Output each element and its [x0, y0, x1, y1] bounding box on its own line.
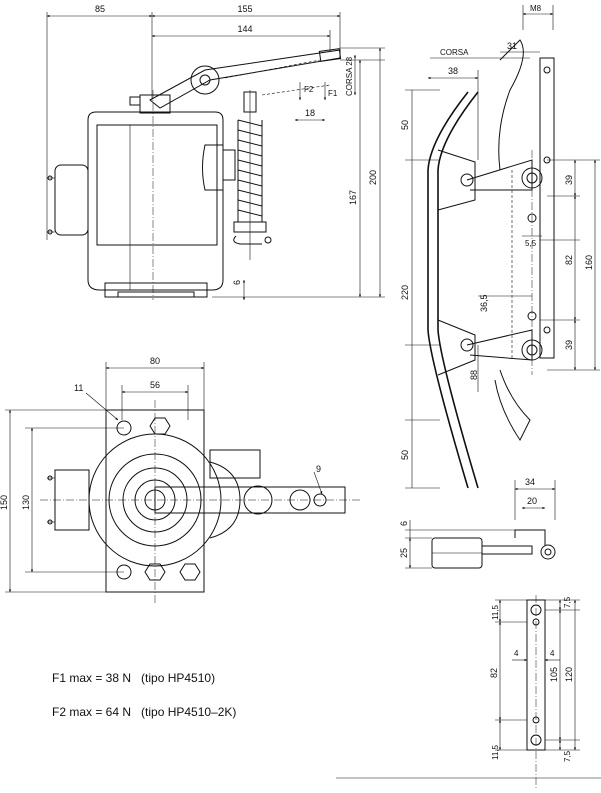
dim-34: 34 — [525, 477, 535, 487]
dim-88: 88 — [469, 370, 479, 380]
bracket-view: 34 20 6 25 — [399, 477, 556, 569]
dim-80: 80 — [150, 356, 160, 366]
dim-7-5-top: 7,5 — [563, 596, 572, 608]
dim-85: 85 — [95, 4, 105, 14]
label-m8: M8 — [530, 4, 542, 13]
dim-130: 130 — [21, 495, 31, 510]
dim-200: 200 — [368, 170, 378, 185]
dim-38: 38 — [448, 66, 458, 76]
dim-167: 167 — [348, 190, 358, 205]
dim-11: 11 — [74, 383, 83, 393]
dim-160: 160 — [584, 255, 594, 270]
label-f1: F1 — [328, 89, 338, 98]
dim-31: 31 — [507, 41, 517, 51]
dim-6: 6 — [232, 280, 242, 285]
plate-view: 11,5 82 11,5 7,5 105 120 7,5 4 4 — [336, 595, 601, 790]
dim-25: 25 — [399, 548, 409, 558]
front-view: 85 155 144 — [46, 4, 385, 301]
dim-9: 9 — [316, 464, 321, 474]
dim-120: 120 — [564, 667, 574, 682]
dim-4-left: 4 — [514, 649, 519, 658]
dim-50-bottom: 50 — [400, 450, 410, 460]
dim-50-top: 50 — [400, 120, 410, 130]
dim-5-5: 5,5 — [525, 239, 537, 248]
dim-20: 20 — [527, 496, 537, 506]
dim-36-5: 36,5 — [479, 294, 489, 312]
note-f1: F1 max = 38 N (tipo HP4510) — [52, 671, 215, 685]
dim-11-5-bottom: 11,5 — [491, 744, 500, 760]
top-view: 80 56 9 11 — [0, 356, 360, 605]
label-f2: F2 — [304, 85, 314, 94]
dim-11-5-top: 11,5 — [491, 604, 500, 620]
dim-105: 105 — [549, 667, 559, 682]
label-corsa: CORSA — [440, 48, 469, 57]
dim-7-5-bottom: 7,5 — [563, 750, 572, 762]
dim-39-bottom: 39 — [564, 340, 574, 350]
note-f2: F2 max = 64 N (tipo HP4510–2K) — [52, 705, 236, 719]
dim-82-plate: 82 — [489, 668, 499, 678]
dim-corsa-28: CORSA 28 — [345, 56, 354, 96]
dim-39-top: 39 — [564, 175, 574, 185]
dim-150: 150 — [0, 495, 9, 510]
dim-155: 155 — [237, 4, 252, 14]
dim-56: 56 — [150, 380, 160, 390]
dim-18: 18 — [305, 108, 315, 118]
side-view: M8 CORSA 31 38 50 220 50 — [400, 4, 600, 489]
dim-82: 82 — [564, 255, 574, 265]
dim-220: 220 — [400, 285, 410, 300]
dim-4-right: 4 — [550, 649, 555, 658]
dim-6-bracket: 6 — [399, 521, 409, 526]
dim-144: 144 — [237, 24, 252, 34]
